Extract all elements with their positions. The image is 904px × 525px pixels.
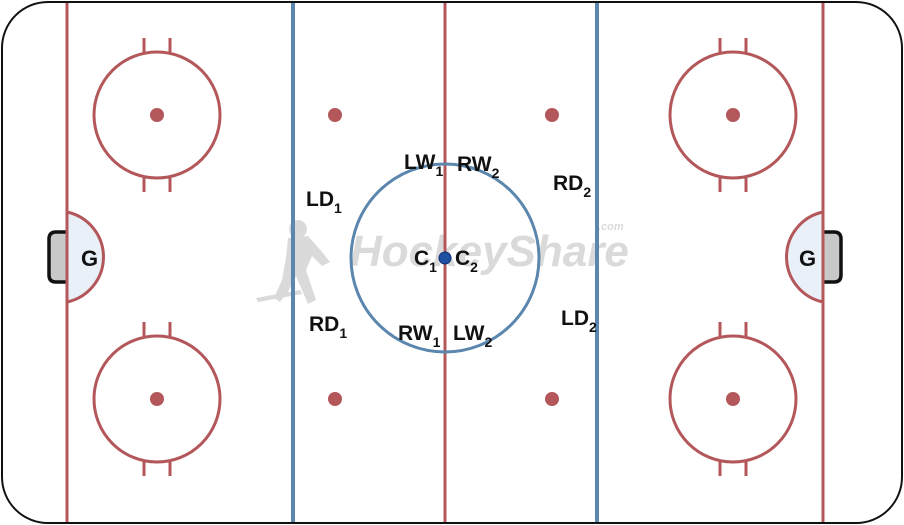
neutral-dot-bottom-left xyxy=(328,392,342,406)
faceoff-dot-bottom-right xyxy=(726,392,740,406)
player-label-rd2: RD2 xyxy=(553,172,591,200)
faceoff-circle-bottom-right xyxy=(668,322,798,476)
player-label-rw2: RW2 xyxy=(457,153,500,181)
player-label-rw1: RW1 xyxy=(398,322,441,350)
neutral-dot-bottom-right xyxy=(545,392,559,406)
goalie-left-label: G xyxy=(81,246,98,271)
player-label-ld2: LD2 xyxy=(561,307,597,335)
player-label-ld1: LD1 xyxy=(306,188,342,216)
puck-icon xyxy=(438,251,452,265)
player-label-lw1: LW1 xyxy=(404,151,444,179)
player-label-lw2: LW2 xyxy=(453,322,493,350)
neutral-dot-top-right xyxy=(545,108,559,122)
center-faceoff-circle xyxy=(349,162,541,354)
goalie-right-label: G xyxy=(799,246,816,271)
right-goal-crease xyxy=(785,210,825,304)
faceoff-circle-top-left xyxy=(92,38,222,192)
player-label-rd1: RD1 xyxy=(309,313,347,341)
player-label-c1: C1 xyxy=(414,247,437,275)
faceoff-dot-bottom-left xyxy=(150,392,164,406)
skater-silhouette-icon xyxy=(256,220,330,304)
right-net xyxy=(824,230,843,284)
watermark-text: HockeyShare xyxy=(350,227,629,276)
player-label-c2: C2 xyxy=(455,247,478,275)
faceoff-circle-bottom-left xyxy=(92,322,222,476)
watermark-suffix: .com xyxy=(598,221,624,233)
faceoff-dot-top-right xyxy=(726,108,740,122)
left-goal-crease xyxy=(65,210,105,304)
faceoff-circle-top-right xyxy=(668,38,798,192)
faceoff-dot-top-left xyxy=(150,108,164,122)
left-net xyxy=(47,230,66,284)
hockeyshare-watermark: HockeyShare .com xyxy=(256,220,629,304)
neutral-dot-top-left xyxy=(328,108,342,122)
